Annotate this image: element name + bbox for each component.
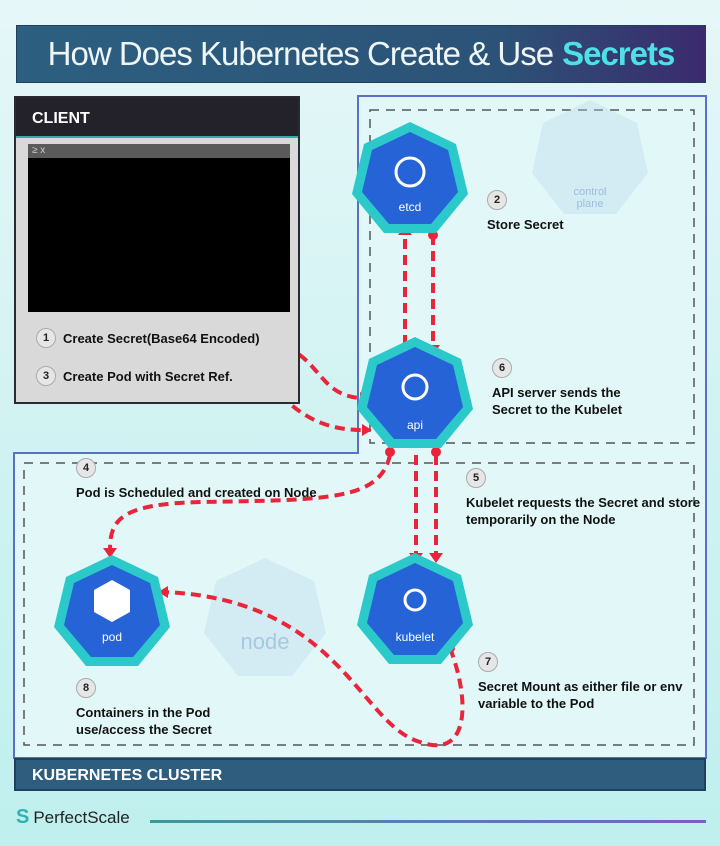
- cube-icon: [94, 580, 130, 622]
- step-1: 1 Create Secret(Base64 Encoded): [36, 328, 260, 348]
- control-plane-watermark-label: control plane: [573, 186, 607, 210]
- step-text: Kubelet requests the Secret and store te…: [466, 495, 701, 527]
- api-label: api: [406, 418, 423, 432]
- client-panel: CLIENT ≥ x 1 Create Secret(Base64 Encoded…: [14, 96, 300, 404]
- control-plane-boundary: [369, 109, 695, 444]
- terminal-titlebar: ≥ x: [28, 144, 290, 158]
- step-number: 7: [478, 652, 498, 672]
- pod-node: [54, 555, 170, 666]
- gear-icon: [401, 373, 429, 401]
- step-number: 5: [466, 468, 486, 488]
- step-text: Store Secret: [487, 217, 564, 232]
- arrow-create-pod: [268, 381, 363, 432]
- step-number: 3: [36, 366, 56, 386]
- node-boundary: [23, 462, 695, 746]
- step-text: Create Pod with Secret Ref.: [63, 368, 233, 384]
- node-watermark-label: node: [240, 629, 290, 654]
- step-text: Secret Mount as either file or env varia…: [478, 679, 683, 711]
- api-node: [357, 337, 473, 448]
- step-text: Containers in the Pod use/access the Sec…: [76, 705, 212, 737]
- perfectscale-icon: S: [16, 806, 30, 828]
- etcd-label: etcd: [398, 200, 422, 214]
- step-number: 6: [492, 358, 512, 378]
- title-text: How Does Kubernetes Create & Use: [47, 35, 554, 72]
- arrow-create-secret: [284, 345, 361, 400]
- step-number: 4: [76, 458, 96, 478]
- step-text: API server sends the Secret to the Kubel…: [492, 385, 623, 417]
- arrows: [108, 235, 465, 748]
- gears-icon: [403, 588, 427, 612]
- step-number: 1: [36, 328, 56, 348]
- step-number: 8: [76, 678, 96, 698]
- pod-label: pod: [101, 630, 123, 644]
- cluster-footer: KUBERNETES CLUSTER: [14, 758, 706, 791]
- arrow-schedule-pod: [108, 454, 392, 551]
- client-header: CLIENT: [16, 98, 298, 138]
- etcd-icon: [394, 156, 426, 188]
- step-text: Pod is Scheduled and created on Node: [76, 485, 317, 500]
- node-watermark: [204, 558, 326, 676]
- step-number: 2: [487, 190, 507, 210]
- arrow-mount-secret: [164, 590, 465, 748]
- terminal-window[interactable]: ≥ x: [28, 144, 290, 312]
- title-accent: Secrets: [562, 35, 675, 72]
- brand-name: PerfectScale: [33, 807, 130, 827]
- kubelet-label: kubelet: [395, 630, 435, 644]
- brand-divider: [150, 820, 706, 823]
- control-plane-watermark: [532, 100, 648, 214]
- etcd-node: [352, 122, 468, 233]
- step-3: 3 Create Pod with Secret Ref.: [36, 366, 233, 386]
- step-text: Create Secret(Base64 Encoded): [63, 330, 260, 346]
